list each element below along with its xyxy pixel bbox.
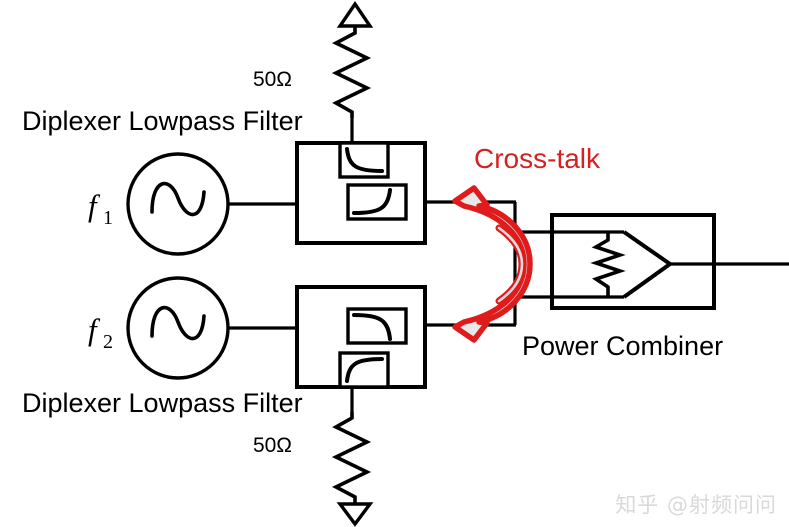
bottom-termination-group [331,387,374,527]
bottom-termination-label: 50Ω [253,434,292,457]
source-f1-circle-icon [126,152,230,256]
top-termination-group [331,0,374,143]
crosstalk-label: Cross-talk [474,143,601,174]
top-termination-label: 50Ω [253,68,292,91]
source-f2-symbol: f [88,312,101,347]
top-50ohm-resistor-icon [331,26,372,118]
bottom-highpass-response-curve-icon [352,313,392,341]
crosstalk-arrow-group [452,185,533,343]
source-f2-sine-icon [150,305,206,341]
top-ground-arrow-icon [336,0,374,28]
watermark: 知乎 @射频问问 [615,493,777,517]
top-highpass-response-curve-icon [352,188,392,215]
top-diplexer-box [295,141,427,245]
source-f1-index: 1 [103,207,113,229]
source-f1-label-group: f 1 [88,188,113,229]
crosstalk-double-arrow-icon [452,185,533,343]
source-f1-symbol: f [88,188,101,223]
bottom-diplexer-box [295,285,427,389]
source-f2-index: 2 [103,331,113,353]
source-f1-group [126,152,297,256]
crosstalk-inner-arc-highlight [497,226,524,303]
power-combiner-outline [550,213,716,310]
combiner-isolation-resistor-icon [590,232,626,297]
top-diplexer-title: Diplexer Lowpass Filter [22,106,303,136]
power-combiner-box [515,213,789,310]
source-f2-circle-icon [126,276,230,380]
source-f2-label-group: f 2 [88,312,113,353]
top-lowpass-response-curve-icon [345,147,384,173]
bottom-lowpass-response-curve-icon [345,357,384,383]
source-f2-group [126,276,297,380]
source-f1-sine-icon [150,181,206,217]
bottom-50ohm-resistor-icon [331,412,372,504]
bottom-diplexer-title: Diplexer Lowpass Filter [22,388,303,418]
bottom-ground-arrow-icon [336,502,374,527]
power-combiner-label: Power Combiner [522,331,723,361]
